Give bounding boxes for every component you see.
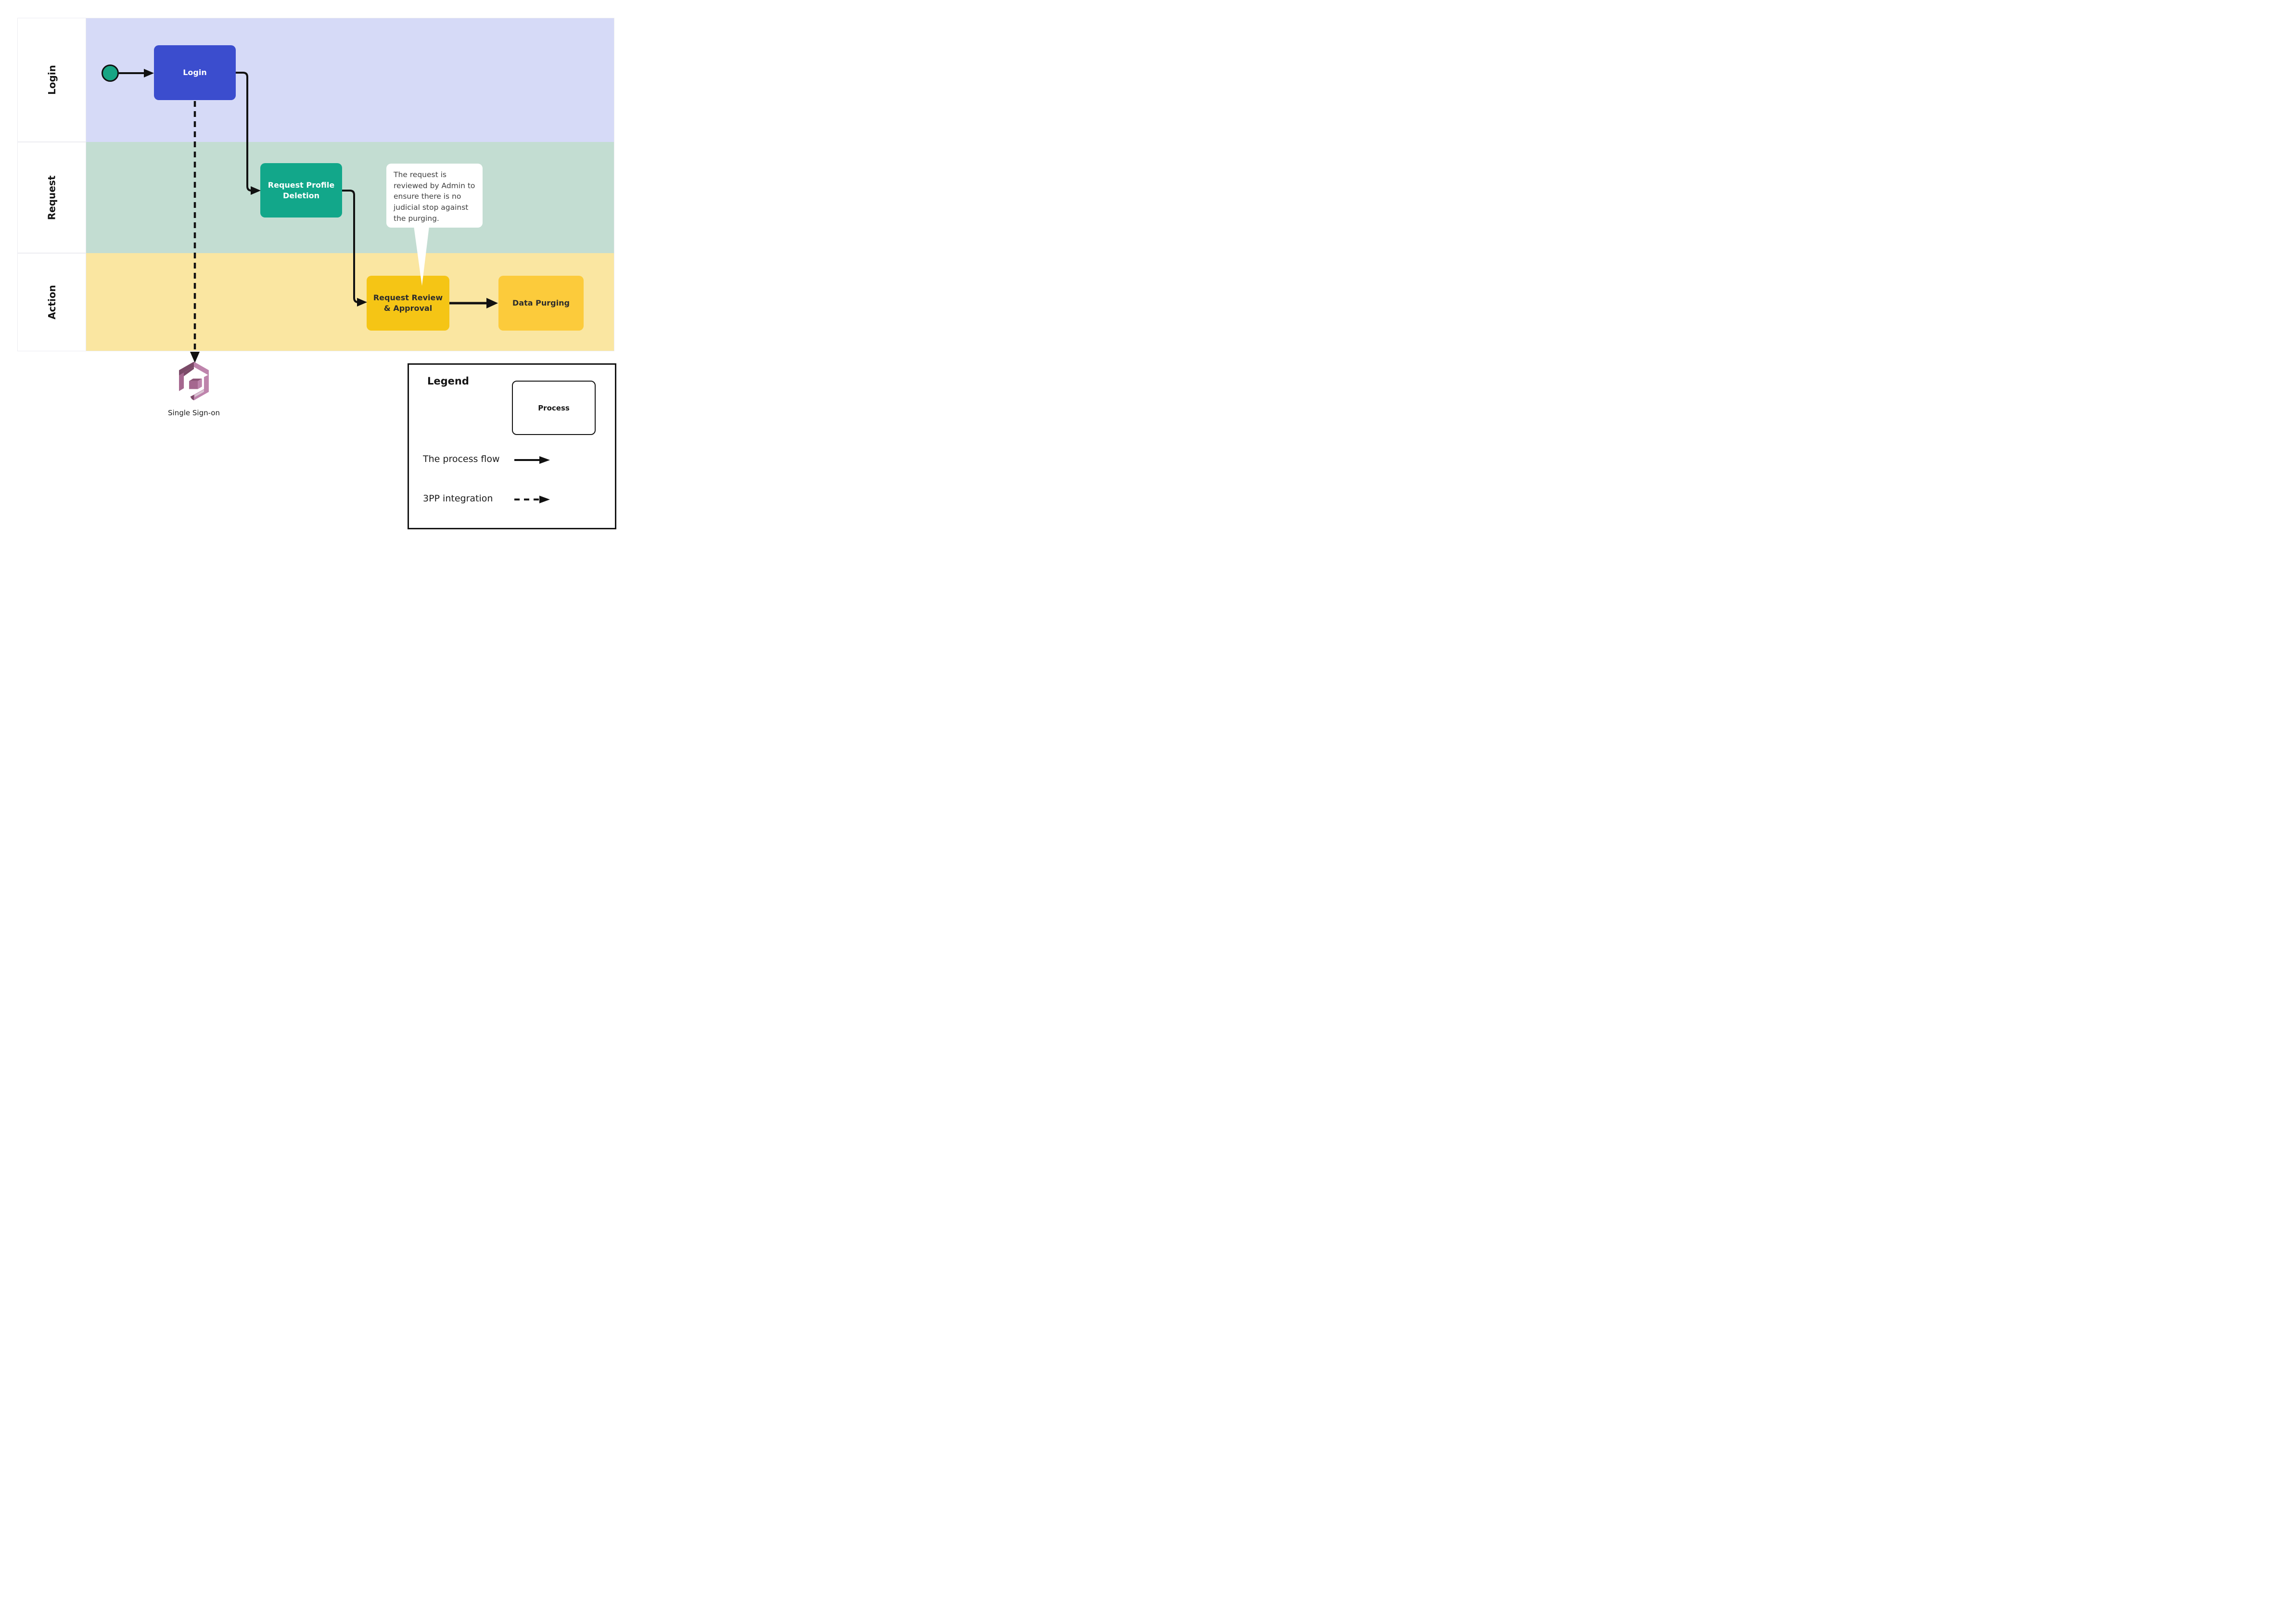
- admin-review-callout-text: The request is reviewed by Admin to ensu…: [394, 170, 475, 223]
- lane-label-action: Action: [17, 253, 86, 351]
- swimlane-diagram: Login Request Action Login Request Profi…: [0, 0, 765, 538]
- legend-item-3pp-integration-label: 3PP integration: [423, 493, 493, 504]
- legend-process-shape: Process: [512, 381, 596, 435]
- lane-label-login: Login: [17, 18, 86, 142]
- legend-process-label: Process: [538, 403, 570, 412]
- lane-label-request-text: Request: [46, 175, 58, 220]
- process-node-data-purging: Data Purging: [498, 276, 584, 331]
- single-sign-on-icon: [179, 361, 209, 400]
- admin-review-callout: The request is reviewed by Admin to ensu…: [386, 164, 483, 228]
- external-system-sso: Single Sign-on: [164, 361, 224, 417]
- process-node-login: Login: [154, 45, 236, 100]
- process-node-login-label: Login: [183, 68, 207, 77]
- legend-box: Legend Process The process flow 3PP inte…: [408, 363, 616, 529]
- lane-label-login-text: Login: [46, 65, 58, 95]
- process-node-request-review-approval-label: Request Review & Approval: [373, 293, 443, 313]
- lane-label-request: Request: [17, 142, 86, 253]
- start-event-circle: [102, 64, 119, 82]
- single-sign-on-label: Single Sign-on: [168, 409, 220, 417]
- legend-title: Legend: [427, 375, 469, 387]
- process-node-request-profile-deletion: Request Profile Deletion: [260, 163, 342, 218]
- legend-item-process-flow-label: The process flow: [423, 454, 500, 464]
- legend-solid-arrow-head: [539, 456, 550, 464]
- lane-label-action-text: Action: [46, 285, 58, 320]
- process-node-request-profile-deletion-label: Request Profile Deletion: [268, 180, 335, 200]
- legend-dashed-arrow-head: [539, 496, 550, 503]
- process-node-request-review-approval: Request Review & Approval: [367, 276, 449, 331]
- process-node-data-purging-label: Data Purging: [512, 298, 570, 308]
